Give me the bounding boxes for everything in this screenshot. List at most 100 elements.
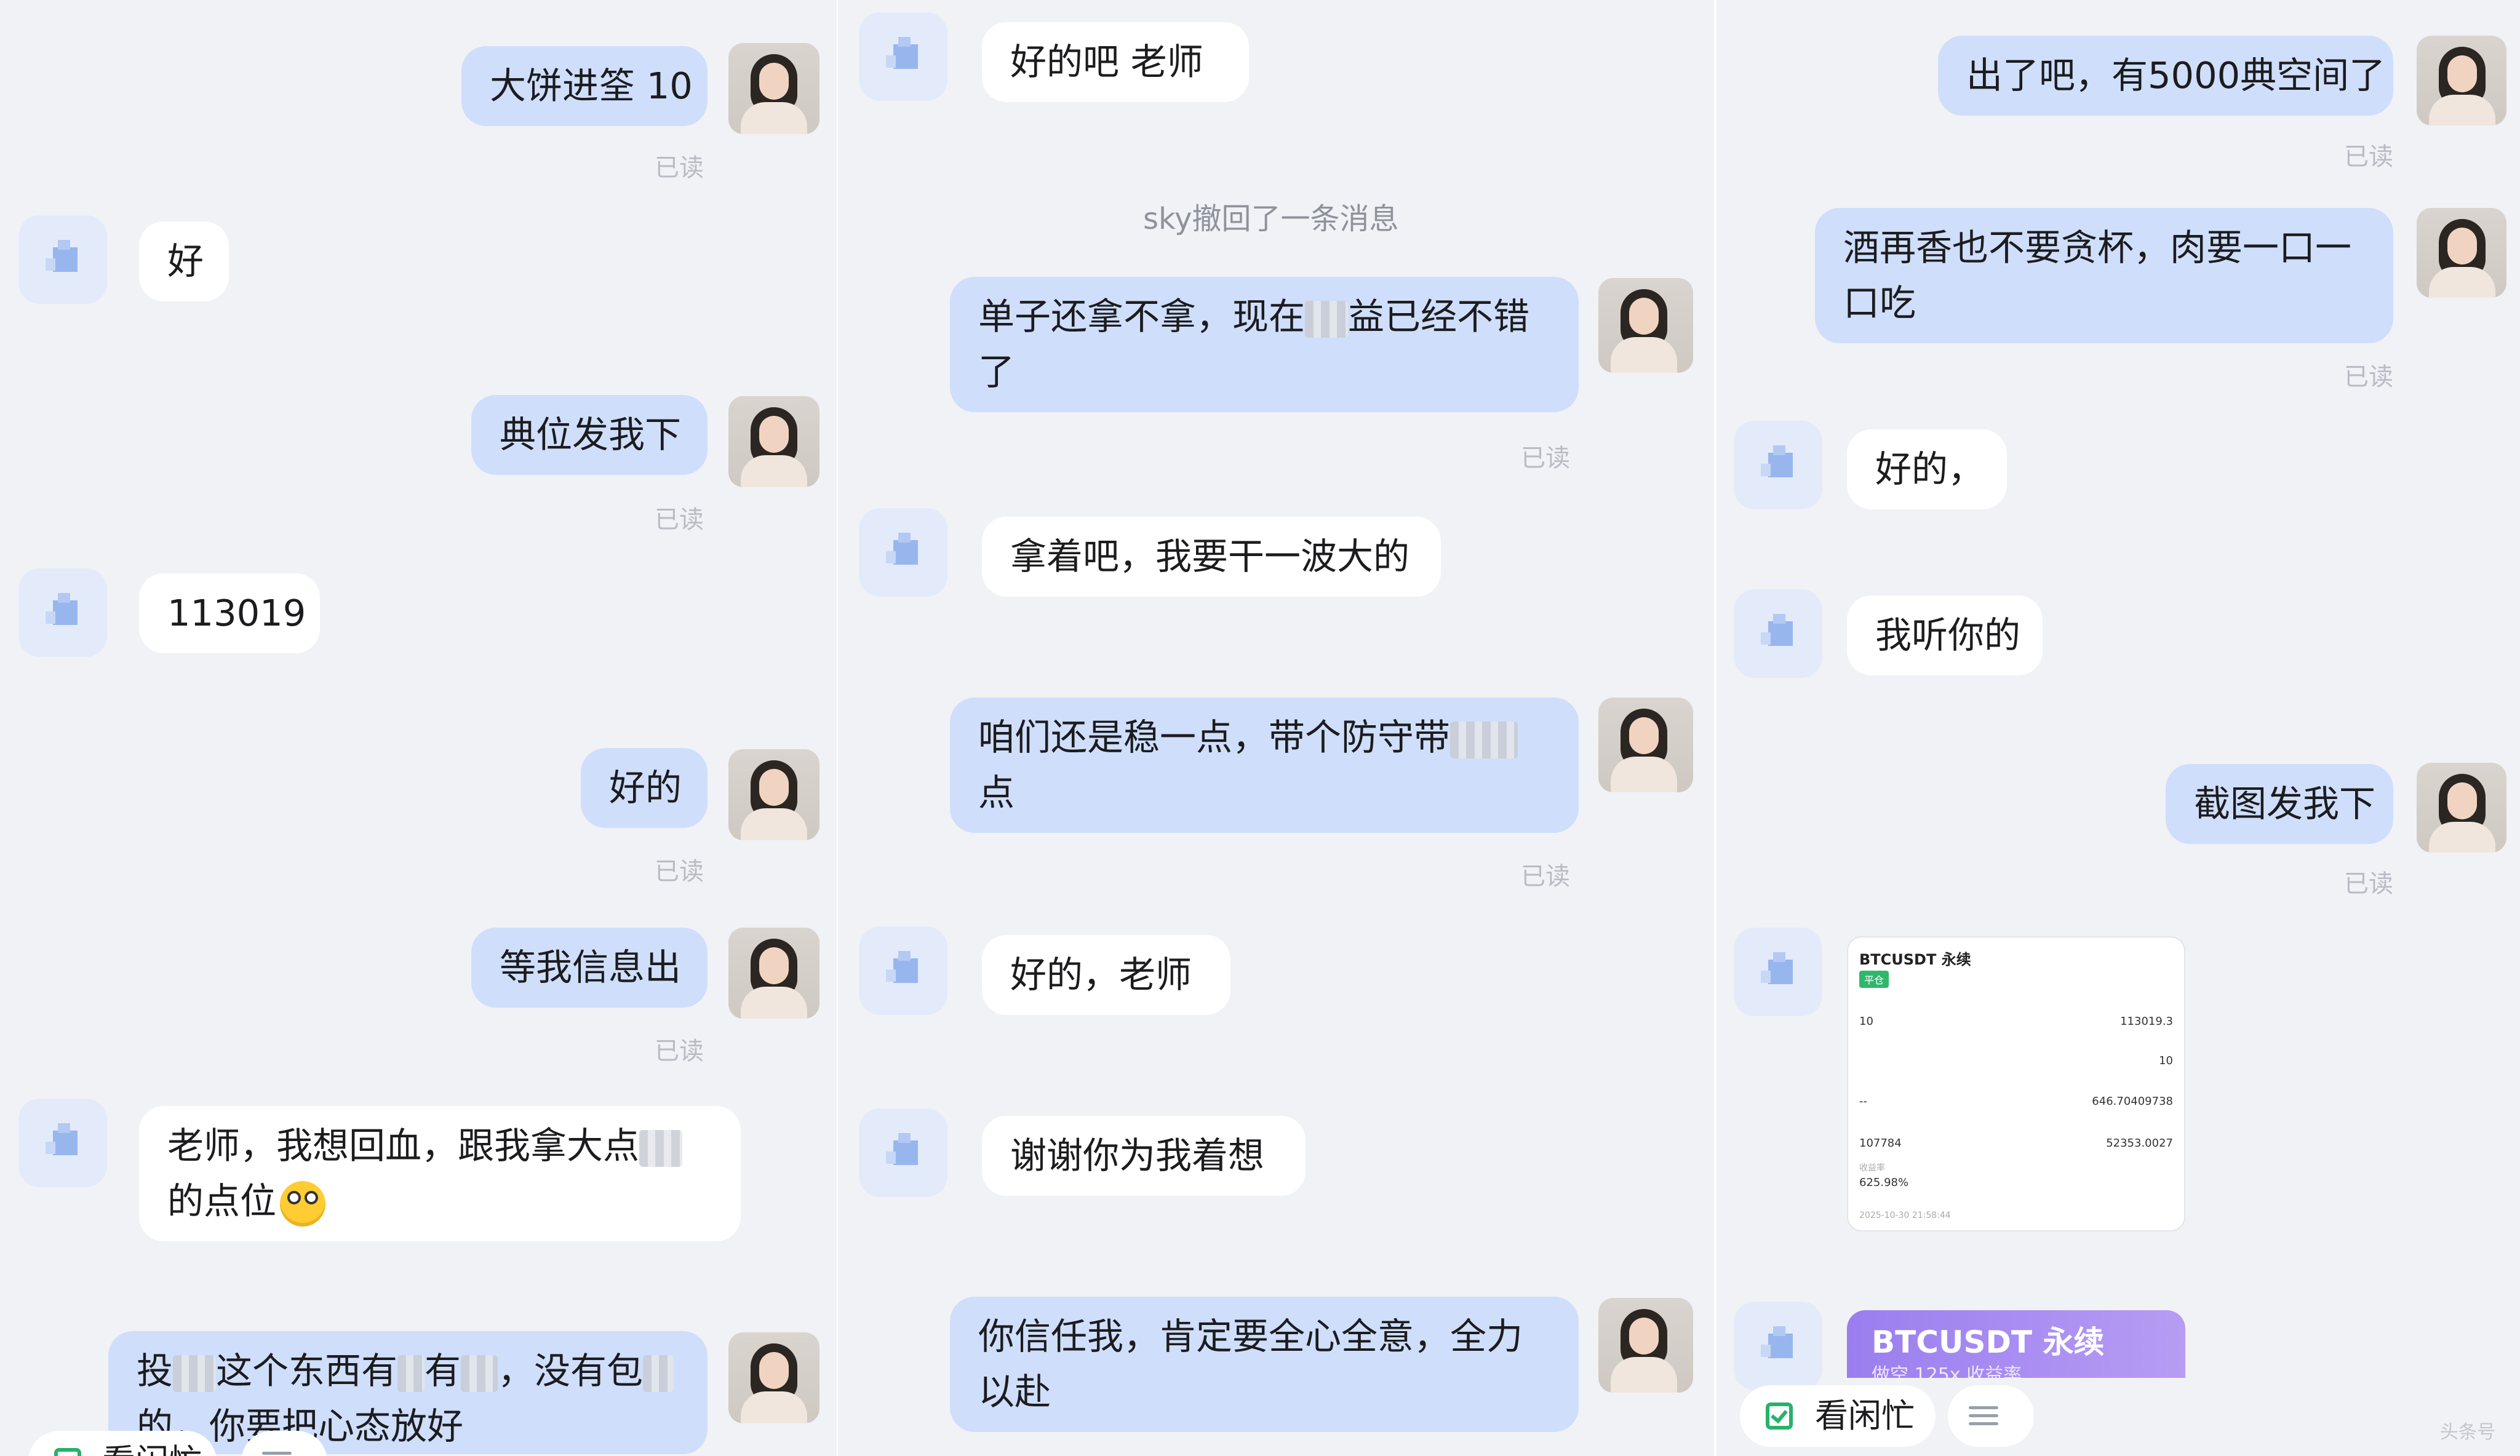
contact-avatar[interactable]: [1734, 1302, 1822, 1390]
contact-avatar[interactable]: [1734, 589, 1822, 678]
redaction-blur: [1305, 300, 1349, 338]
panel-divider: [1714, 0, 1718, 1456]
message-text: 单子还拿不拿，现在: [978, 295, 1306, 338]
message-bubble[interactable]: 截图发我下: [2166, 764, 2393, 844]
message-text: 典位发我下: [500, 413, 682, 456]
screenshot-value: 107784: [1859, 1137, 1902, 1150]
flushed-emoji-icon: [280, 1180, 326, 1227]
message-bubble[interactable]: 咱们还是稳一点，带个防守带点: [950, 698, 1579, 833]
chat-panel-left: 大饼进筌 10 已读 好 典位发我下 已读 113019 好的 已读 等我信息出…: [0, 0, 838, 1456]
message-bubble[interactable]: 好的，老师: [982, 935, 1230, 1015]
message-text: 益已经不错了: [978, 295, 1530, 393]
message-text: 的点位: [167, 1180, 277, 1222]
message-bubble[interactable]: 老师，我想回血，跟我拿大点的点位: [139, 1106, 741, 1241]
menu-button[interactable]: [241, 1431, 327, 1456]
menu-icon: [262, 1452, 292, 1456]
message-bubble[interactable]: 谢谢你为我着想: [982, 1116, 1306, 1196]
redaction-blur: [397, 1355, 425, 1392]
my-avatar[interactable]: [2417, 208, 2506, 298]
redaction-blur: [1450, 721, 1518, 758]
status-pill-label: 看闲忙: [1815, 1396, 1915, 1435]
my-avatar[interactable]: [728, 396, 819, 487]
read-receipt: 已读: [2344, 143, 2393, 171]
screenshot-value: 52353.0027: [2106, 1137, 2173, 1150]
message-text: ，没有包: [498, 1350, 644, 1392]
message-bubble[interactable]: 好: [139, 221, 229, 301]
message-text: 好的吧 老师: [1010, 41, 1203, 83]
status-pill[interactable]: 看闲忙: [28, 1431, 217, 1456]
chat-panel-right: 出了吧，有5000典空间了 已读 酒再香也不要贪杯，肉要一口一口吃 已读 好的，…: [1717, 0, 2520, 1456]
redaction-blur: [461, 1355, 498, 1392]
screenshot-value: 113019.3: [2120, 1015, 2173, 1028]
message-text: 点: [978, 771, 1015, 814]
read-receipt: 已读: [655, 1037, 704, 1065]
screenshot-title: BTCUSDT 永续: [1859, 951, 1971, 968]
trade-card-image[interactable]: BTCUSDT 永续 做空 125x 收益率: [1847, 1310, 2185, 1378]
message-bubble[interactable]: 单子还拿不拿，现在益已经不错了: [950, 277, 1579, 412]
message-bubble[interactable]: 我听你的: [1847, 595, 2043, 675]
screenshot-date: 2025-10-30 21:58:44: [1859, 1211, 1951, 1220]
contact-avatar[interactable]: [18, 215, 107, 304]
calendar-check-icon: [1766, 1402, 1793, 1430]
contact-avatar[interactable]: [859, 1108, 947, 1197]
message-text: 投: [137, 1350, 173, 1392]
contact-avatar[interactable]: [859, 12, 947, 101]
redaction-blur: [173, 1355, 217, 1392]
message-bubble[interactable]: 大饼进筌 10: [461, 46, 708, 126]
contact-avatar[interactable]: [18, 1099, 107, 1187]
message-text: 好的，: [1875, 448, 1985, 490]
message-text: 酒再香也不要贪杯，肉要一口一口吃: [1843, 226, 2352, 324]
my-avatar[interactable]: [2417, 36, 2506, 125]
message-bubble[interactable]: 出了吧，有5000典空间了: [1938, 36, 2393, 116]
my-avatar[interactable]: [728, 43, 819, 134]
status-pill-label: 看闲忙: [102, 1442, 202, 1456]
trade-card-subtitle: 做空 125x 收益率: [1872, 1364, 2022, 1378]
my-avatar[interactable]: [728, 1332, 819, 1423]
message-bubble[interactable]: 典位发我下: [471, 395, 708, 475]
read-receipt: 已读: [655, 857, 704, 886]
my-avatar[interactable]: [1598, 698, 1693, 792]
status-pill[interactable]: 看闲忙: [1740, 1385, 1936, 1447]
read-receipt: 已读: [2344, 870, 2393, 898]
message-text: 谢谢你为我着想: [1010, 1134, 1265, 1177]
my-avatar[interactable]: [728, 749, 819, 840]
message-bubble[interactable]: 113019: [139, 573, 320, 653]
my-avatar[interactable]: [728, 928, 819, 1019]
message-text: 你信任我，肯定要全心全意，全力以赴: [978, 1315, 1523, 1413]
read-receipt: 已读: [1521, 444, 1570, 472]
contact-avatar[interactable]: [1734, 928, 1822, 1016]
message-bubble[interactable]: 你信任我，肯定要全心全意，全力以赴: [950, 1297, 1579, 1432]
calendar-check-icon: [54, 1448, 81, 1456]
message-text: 咱们还是稳一点，带个防守带: [978, 716, 1451, 758]
message-text: 这个东西有: [216, 1350, 398, 1392]
message-text: 拿着吧，我要干一波大的: [1010, 535, 1410, 578]
message-bubble[interactable]: 好的: [581, 748, 708, 828]
contact-avatar[interactable]: [859, 926, 947, 1015]
menu-icon: [1969, 1406, 1998, 1426]
system-notice: sky撤回了一条消息: [1143, 202, 1399, 236]
contact-avatar[interactable]: [859, 508, 947, 597]
read-receipt: 已读: [2344, 363, 2393, 391]
contact-avatar[interactable]: [18, 568, 107, 657]
message-bubble[interactable]: 好的，: [1847, 429, 2007, 509]
redaction-blur: [639, 1129, 683, 1167]
contact-avatar[interactable]: [1734, 421, 1822, 509]
my-avatar[interactable]: [2417, 763, 2506, 853]
message-bubble[interactable]: 拿着吧，我要干一波大的: [982, 517, 1441, 597]
message-bubble[interactable]: 好的吧 老师: [982, 22, 1249, 102]
message-text: 我听你的: [1875, 614, 2021, 656]
my-avatar[interactable]: [1598, 278, 1693, 373]
my-avatar[interactable]: [1598, 1298, 1693, 1393]
watermark: 头条号: [2440, 1422, 2495, 1443]
menu-button[interactable]: [1948, 1385, 2034, 1447]
read-receipt: 已读: [1521, 862, 1570, 891]
message-text: 好: [167, 240, 204, 282]
screenshot-label: 收益率: [1859, 1163, 1885, 1173]
screenshot-value: 625.98%: [1859, 1176, 1909, 1189]
trade-screenshot-image[interactable]: BTCUSDT 永续 平仓 10 113019.3 10 -- 646.7040…: [1847, 936, 2185, 1231]
message-bubble[interactable]: 等我信息出: [471, 928, 708, 1008]
message-text: 好的，老师: [1010, 953, 1192, 996]
message-text: 截图发我下: [2194, 782, 2376, 825]
message-bubble[interactable]: 酒再香也不要贪杯，肉要一口一口吃: [1815, 208, 2393, 343]
message-text: 有: [425, 1350, 461, 1392]
